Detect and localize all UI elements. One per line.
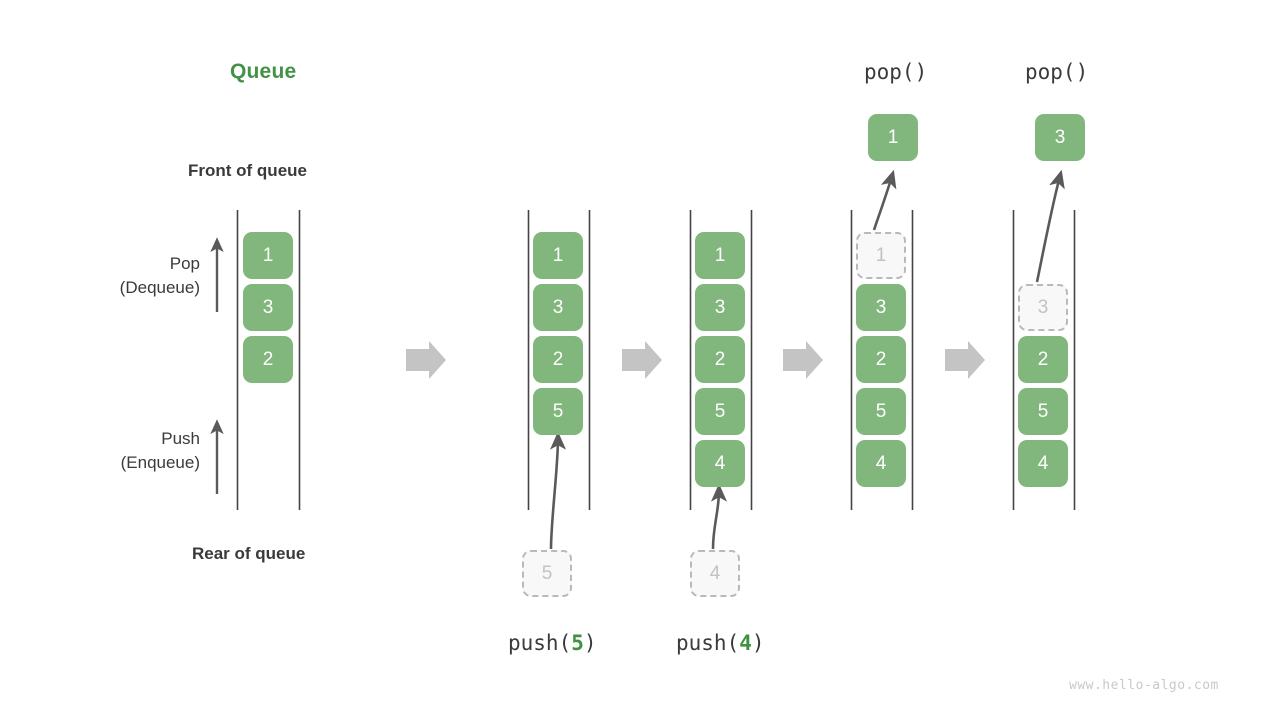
queue-cell: 1 (533, 232, 583, 279)
caption-pop-1: pop() (864, 60, 928, 84)
caption-pop-2: pop() (1025, 60, 1089, 84)
push-label: Push (161, 429, 200, 448)
queue-cell: 5 (1018, 388, 1068, 435)
caption-fn: push( (508, 631, 572, 655)
front-of-queue-label: Front of queue (188, 161, 307, 180)
queue-cell: 5 (695, 388, 745, 435)
removed-cell: 3 (1018, 284, 1068, 331)
caption-end: ) (751, 631, 765, 655)
caption-end: ) (583, 631, 597, 655)
queue-cell: 3 (695, 284, 745, 331)
queue-cell: 2 (243, 336, 293, 383)
caption-arg: 4 (739, 631, 752, 655)
push-side-label-group: Push (Enqueue) (40, 429, 200, 473)
queue-cell: 3 (533, 284, 583, 331)
queue-cell: 4 (856, 440, 906, 487)
queue-cell: 5 (856, 388, 906, 435)
queue-cell: 3 (856, 284, 906, 331)
watermark: www.hello-algo.com (1069, 678, 1219, 693)
queue-cell-new: 5 (533, 388, 583, 435)
pop-label: Pop (169, 254, 200, 273)
queue-cell: 2 (533, 336, 583, 383)
queue-cell: 4 (1018, 440, 1068, 487)
queue-cell: 3 (243, 284, 293, 331)
queue-cell: 2 (695, 336, 745, 383)
pending-push-value: 4 (690, 550, 740, 597)
caption-arg: 5 (571, 631, 584, 655)
enqueue-label: (Enqueue) (120, 453, 200, 472)
popped-value: 3 (1035, 114, 1085, 161)
caption-push-4: push(4) (676, 631, 765, 655)
pending-push-value: 5 (522, 550, 572, 597)
queue-cell: 2 (1018, 336, 1068, 383)
pop-side-label-group: Pop (Dequeue) (40, 254, 200, 298)
queue-cell-new: 4 (695, 440, 745, 487)
removed-cell: 1 (856, 232, 906, 279)
queue-cell: 1 (243, 232, 293, 279)
caption-fn: push( (676, 631, 740, 655)
queue-cell: 2 (856, 336, 906, 383)
dequeue-label: (Dequeue) (119, 278, 200, 297)
page-title: Queue (230, 60, 297, 83)
rear-of-queue-label: Rear of queue (192, 544, 306, 563)
caption-push-5: push(5) (508, 631, 597, 655)
queue-cell: 1 (695, 232, 745, 279)
popped-value: 1 (868, 114, 918, 161)
